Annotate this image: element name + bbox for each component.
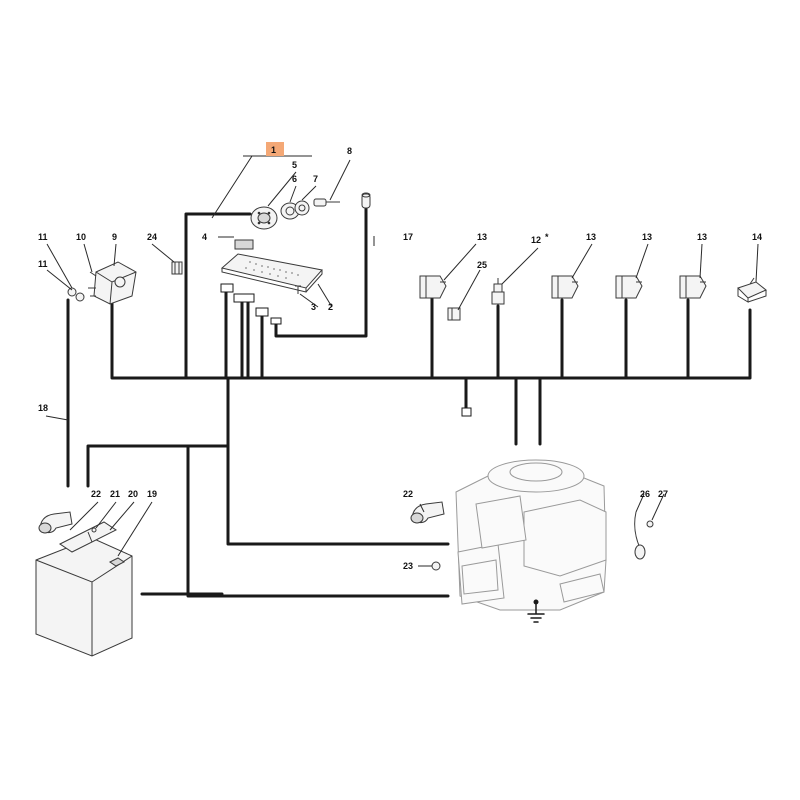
temperature-sensor [634,511,646,560]
callout-13-a: 13 [477,232,487,242]
cable-clip [171,261,183,275]
callout-21: 21 [110,489,120,499]
engine [455,459,607,611]
terminal-cover [38,511,73,534]
callout-13-b: 13 [586,232,596,242]
safety-switch [419,275,447,299]
callout-5: 5 [292,160,297,170]
callout-6: 6 [292,174,297,184]
battery [35,537,133,657]
wire-to-engine-top [226,444,450,546]
callout-27: 27 [658,489,668,499]
callout-26: 26 [640,489,650,499]
callout-22-battery: 22 [91,489,101,499]
safety-switch [615,275,643,299]
terminal-nut [75,292,85,302]
wire-17 [274,206,368,338]
callout-highlight [266,142,284,156]
callout-20: 20 [128,489,138,499]
callout-19: 19 [147,489,157,499]
callout-9: 9 [112,232,117,242]
callout-24: 24 [147,232,157,242]
connector-pin [361,192,371,209]
wire-to-engine-ground [186,448,450,598]
terminal-cover [410,501,445,524]
callout-13-c: 13 [642,232,652,242]
control-board [220,253,323,293]
callout-23: 23 [403,561,413,571]
callout-7: 7 [313,174,318,184]
callout-3: 3 [311,302,316,312]
callout-25: 25 [477,260,487,270]
fuse [234,239,254,250]
wire-clip [447,307,461,321]
callout-12-asterisk: * [545,232,549,242]
callout-8: 8 [347,146,352,156]
safety-switch [679,275,707,299]
oil-pressure-sender [491,278,505,305]
callout-12: 12 [531,235,541,245]
callout-10: 10 [76,232,86,242]
callout-4: 4 [202,232,207,242]
callout-14: 14 [752,232,762,242]
ignition-key [313,198,340,207]
ground-nut [431,561,441,571]
leader-lines [45,155,759,567]
wiring-harness [66,206,752,598]
switch-bezel [294,200,310,216]
terminal-nut [67,287,77,297]
safety-switch [551,275,579,299]
connector-block [220,283,234,293]
callout-18: 18 [38,403,48,413]
callout-labels: 1 2 3 4 5 6 7 8 9 10 11 11 12 * 13 13 13… [38,142,762,571]
callout-13-d: 13 [697,232,707,242]
battery-holddown [59,521,117,553]
connector-block [270,317,282,325]
ignition-switch [250,206,278,230]
wire-to-battery [140,444,190,596]
sensor-screw [646,520,654,528]
micro-switch [737,277,767,303]
connector-block [461,407,472,417]
callout-11-top: 11 [38,232,48,242]
callout-22-engine: 22 [403,489,413,499]
callout-17: 17 [403,232,413,242]
callout-2: 2 [328,302,333,312]
connector-block [255,307,269,317]
callout-11-bottom: 11 [38,259,48,269]
callout-1: 1 [271,145,276,155]
board-screw [295,285,301,294]
connector-block [233,293,255,303]
ground-icon [527,599,545,623]
key-switch-wire [184,212,252,380]
solenoid-screw [89,271,97,277]
starter-solenoid [88,261,137,305]
harness-down-trunk [86,376,230,488]
